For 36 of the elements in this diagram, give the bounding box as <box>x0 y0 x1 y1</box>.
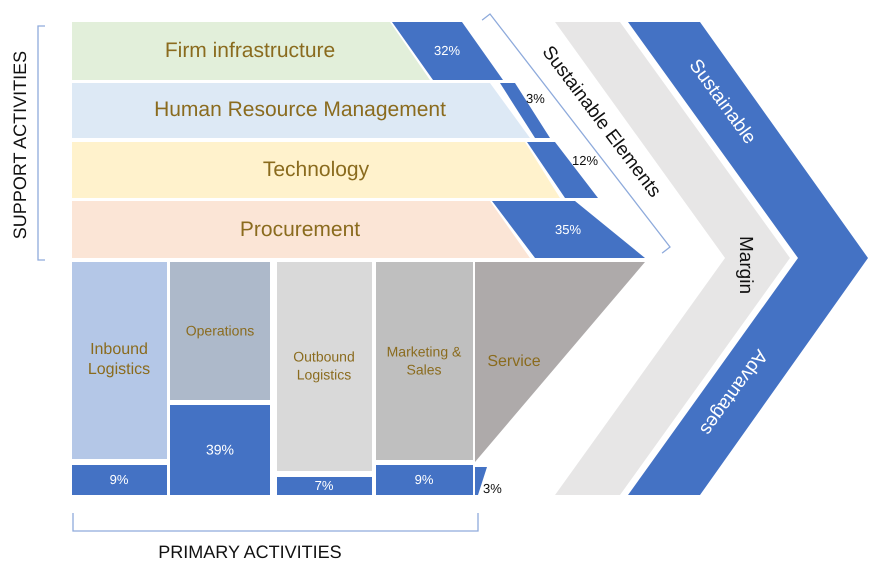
percent-block <box>170 405 270 495</box>
support-activity-band <box>72 22 430 80</box>
support-activity-band <box>72 201 530 258</box>
percent-label: 32% <box>434 42 460 60</box>
percent-parallelogram <box>392 22 503 80</box>
percent-parallelogram <box>492 201 645 258</box>
activity-label: Firm infrastructure <box>164 38 336 64</box>
activity-label: Human Resource Management <box>154 96 446 123</box>
section-label: PRIMARY ACTIVITIES <box>158 540 342 564</box>
chevron-label: Margin <box>734 236 757 294</box>
primary-activity-block <box>170 262 270 400</box>
primary-activity-block <box>277 262 372 471</box>
percent-label: 12% <box>572 154 598 167</box>
activity-label: Inbound Logistics <box>86 340 152 380</box>
percent-block <box>277 477 372 495</box>
activity-label: Outbound Logistics <box>292 348 356 384</box>
percent-block <box>72 465 167 495</box>
percent-label: 9% <box>110 472 128 488</box>
percent-label: 9% <box>414 472 434 488</box>
section-label: SUPPORT ACTIVITIES <box>8 50 31 240</box>
support-activity-band <box>72 142 560 198</box>
activity-label: Technology <box>262 156 370 183</box>
percent-label: 39% <box>206 441 234 459</box>
percent-parallelogram <box>527 142 598 198</box>
primary-activity-triangle <box>475 262 645 462</box>
activity-label: Procurement <box>240 216 360 243</box>
percent-label: 3% <box>526 92 545 105</box>
primary-activity-block <box>376 262 473 460</box>
percent-label: 3% <box>483 482 502 495</box>
activity-label: Marketing & Sales <box>386 344 462 378</box>
activity-label: Operations <box>186 322 254 340</box>
percent-label: 7% <box>314 478 334 494</box>
activity-label: Service <box>487 352 541 372</box>
primary-activity-block <box>72 262 167 459</box>
percent-block <box>376 465 473 495</box>
percent-label: 35% <box>554 222 582 238</box>
